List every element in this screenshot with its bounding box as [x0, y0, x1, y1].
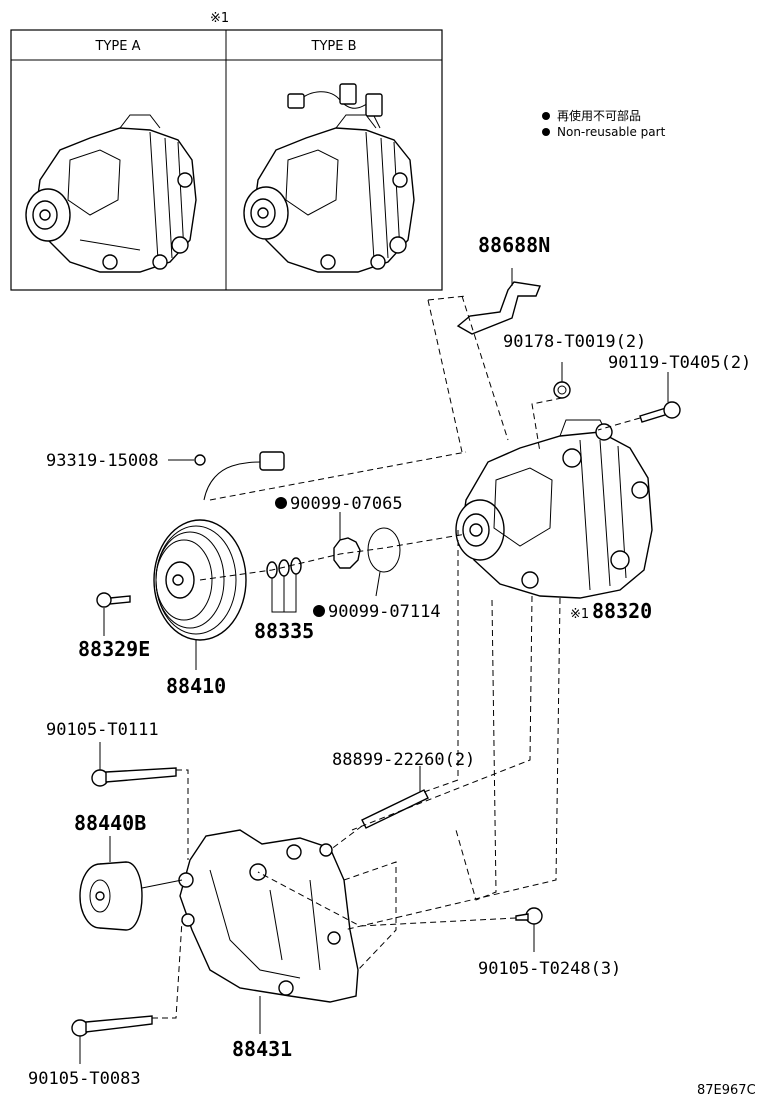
shims-88335	[266, 557, 302, 613]
filled-circle-icon	[275, 497, 287, 509]
nut-90178	[553, 362, 571, 399]
label-88335: 88335	[254, 619, 314, 643]
assembly-line-bolt	[597, 417, 641, 431]
label-88329E: 88329E	[78, 637, 150, 661]
idler-88440B	[79, 836, 143, 931]
figure-code: 87E967C	[697, 1083, 756, 1098]
assembly-line-nut	[531, 397, 563, 453]
assembly-line-stud	[329, 530, 459, 851]
bolt-90105-T0083	[71, 1015, 153, 1064]
bolt-90105-T0111	[91, 742, 177, 787]
assembly-line-t0083	[152, 919, 183, 1019]
label-90178: 90178-T0019(2)	[503, 332, 646, 352]
label-88320: 88320	[592, 599, 652, 623]
assembly-line-harness	[209, 451, 467, 501]
assembly-line-bracket	[427, 295, 509, 453]
assembly-line-t0111	[176, 769, 189, 860]
filled-circle-icon	[542, 112, 550, 120]
compressor-type-b-illustration	[243, 83, 415, 273]
label-90099-07065: 90099-07065	[290, 494, 403, 514]
label-90105-T0248: 90105-T0248(3)	[478, 959, 621, 979]
label-88440B: 88440B	[74, 811, 146, 835]
stud-88899	[361, 766, 429, 829]
assembly-line-bracket-right	[343, 861, 397, 971]
filled-circle-icon	[542, 128, 550, 136]
compressor-88320	[455, 419, 653, 599]
pulley-88410	[153, 519, 247, 670]
label-90105-T0111: 90105-T0111	[46, 720, 159, 740]
note-mark: ※1	[210, 11, 229, 26]
snap-ring-90099-07065	[333, 512, 361, 569]
assembly-line-t0248	[257, 871, 517, 927]
label-90119: 90119-T0405(2)	[608, 353, 751, 373]
assembly-axis-line	[199, 533, 467, 581]
label-88899: 88899-22260(2)	[332, 750, 475, 770]
assembly-line-compressor-bracket-3	[343, 597, 561, 931]
label-88410: 88410	[166, 674, 226, 698]
assembly-line-compressor-bracket-2	[351, 595, 533, 831]
label-88320-mark: ※1	[570, 607, 589, 622]
compressor-type-a-illustration	[25, 114, 197, 273]
snap-ring-90099-07114	[367, 527, 401, 597]
filled-circle-icon	[313, 605, 325, 617]
bolt-88329E	[96, 592, 131, 636]
legend: 再使用不可部品 Non-reusable part	[542, 108, 666, 139]
type-a-header: TYPE A	[95, 39, 141, 54]
bracket-88431	[178, 829, 359, 1034]
bolt-90105-T0248	[515, 907, 543, 952]
bolt-90119	[639, 372, 681, 423]
screw-93319	[168, 454, 206, 466]
clutch-harness	[203, 461, 263, 501]
assembly-line-idler	[141, 879, 183, 889]
label-93319: 93319-15008	[46, 451, 159, 471]
harness-connector	[259, 451, 285, 471]
bracket-88688N	[456, 268, 541, 335]
type-table: TYPE A TYPE B	[10, 29, 443, 291]
label-90099-07114: 90099-07114	[328, 602, 441, 622]
type-b-header: TYPE B	[311, 39, 357, 54]
legend-text-jp: 再使用不可部品	[557, 108, 641, 123]
label-88688N: 88688N	[478, 233, 550, 257]
label-90105-T0083: 90105-T0083	[28, 1069, 141, 1089]
legend-text-en: Non-reusable part	[557, 125, 666, 139]
label-88431: 88431	[232, 1037, 292, 1061]
